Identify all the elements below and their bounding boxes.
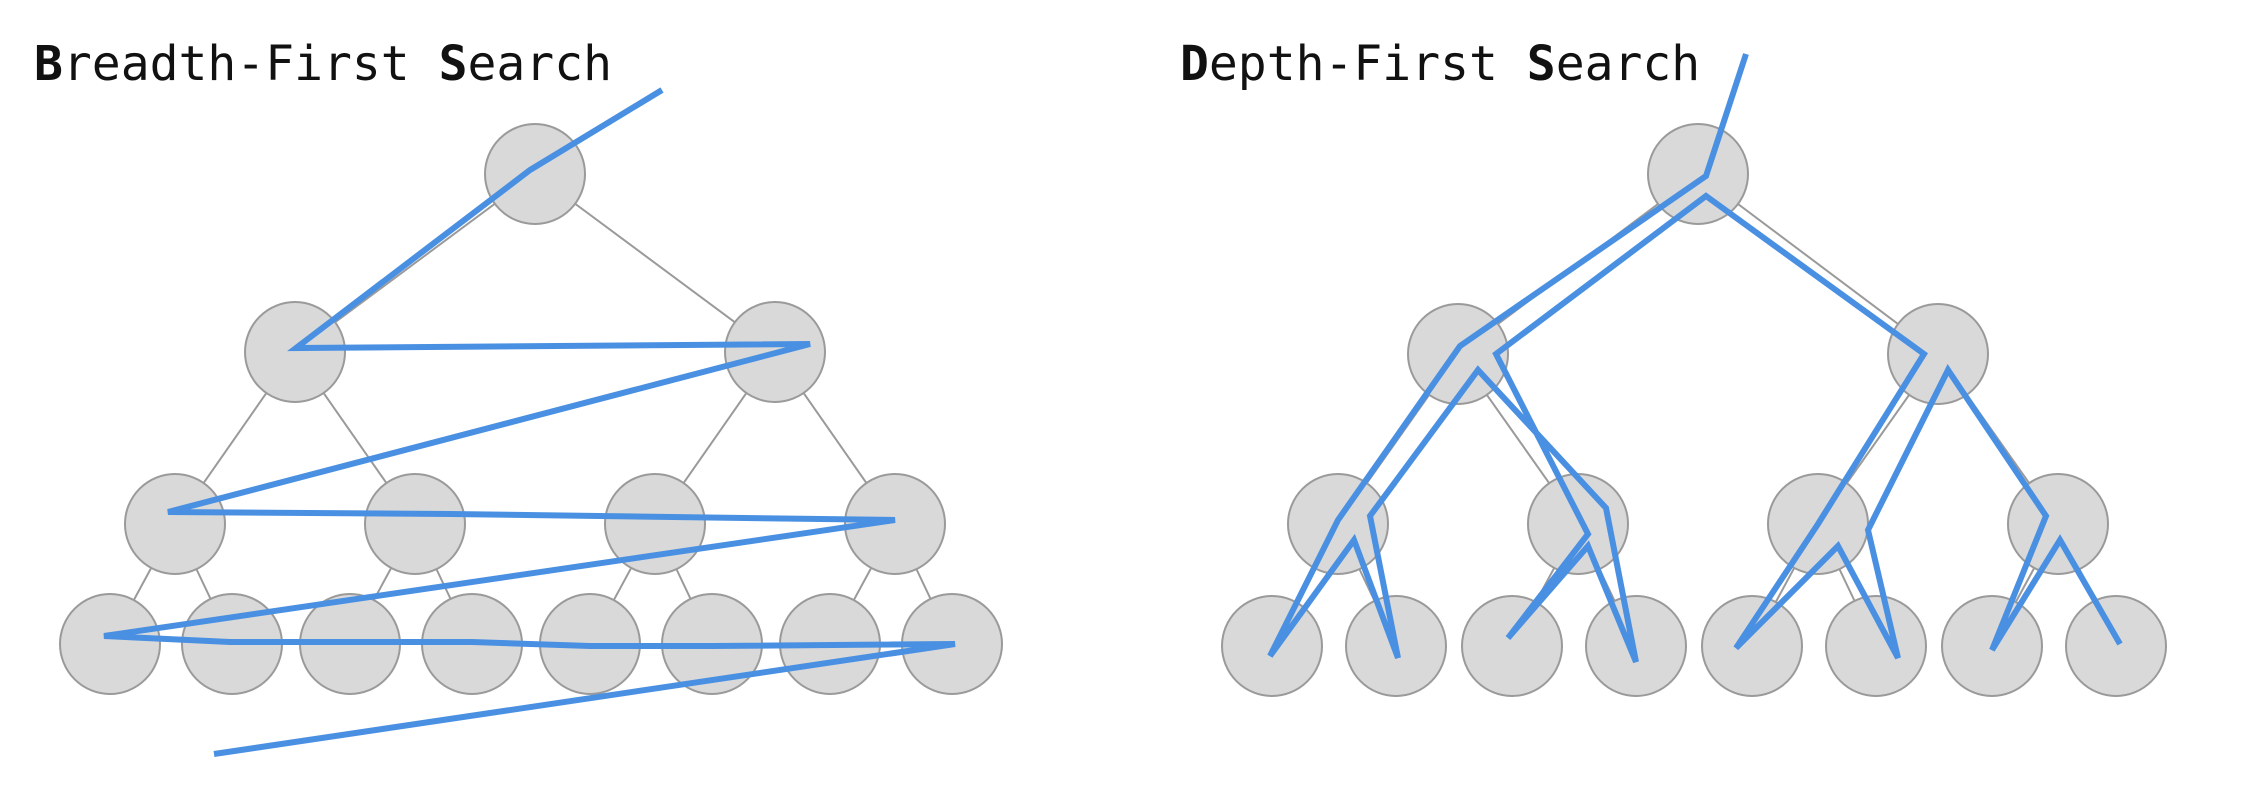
bfs-title: Breadth-First Search <box>34 36 612 92</box>
tree-node <box>59 593 161 695</box>
tree-node <box>1461 595 1563 697</box>
dfs-title: Depth-First Search <box>1180 36 1700 92</box>
tree-node <box>124 473 226 575</box>
tree-node <box>2065 595 2167 697</box>
dfs-tree <box>1221 53 2167 697</box>
tree-node <box>1585 595 1687 697</box>
bfs-nodes <box>59 123 1003 695</box>
tree-node <box>2007 473 2109 575</box>
tree-node <box>1825 595 1927 697</box>
tree-node <box>1701 595 1803 697</box>
bfs-traversal-path <box>103 87 956 757</box>
bfs-tree <box>59 87 1003 757</box>
dfs-edges <box>1271 173 2117 647</box>
tree-node <box>364 473 466 575</box>
dfs-nodes <box>1221 123 2167 697</box>
tree-node <box>844 473 946 575</box>
tree-node <box>484 123 586 225</box>
dfs-traversal-path <box>1267 53 2123 664</box>
tree-node <box>244 301 346 403</box>
tree-node <box>1887 303 1989 405</box>
